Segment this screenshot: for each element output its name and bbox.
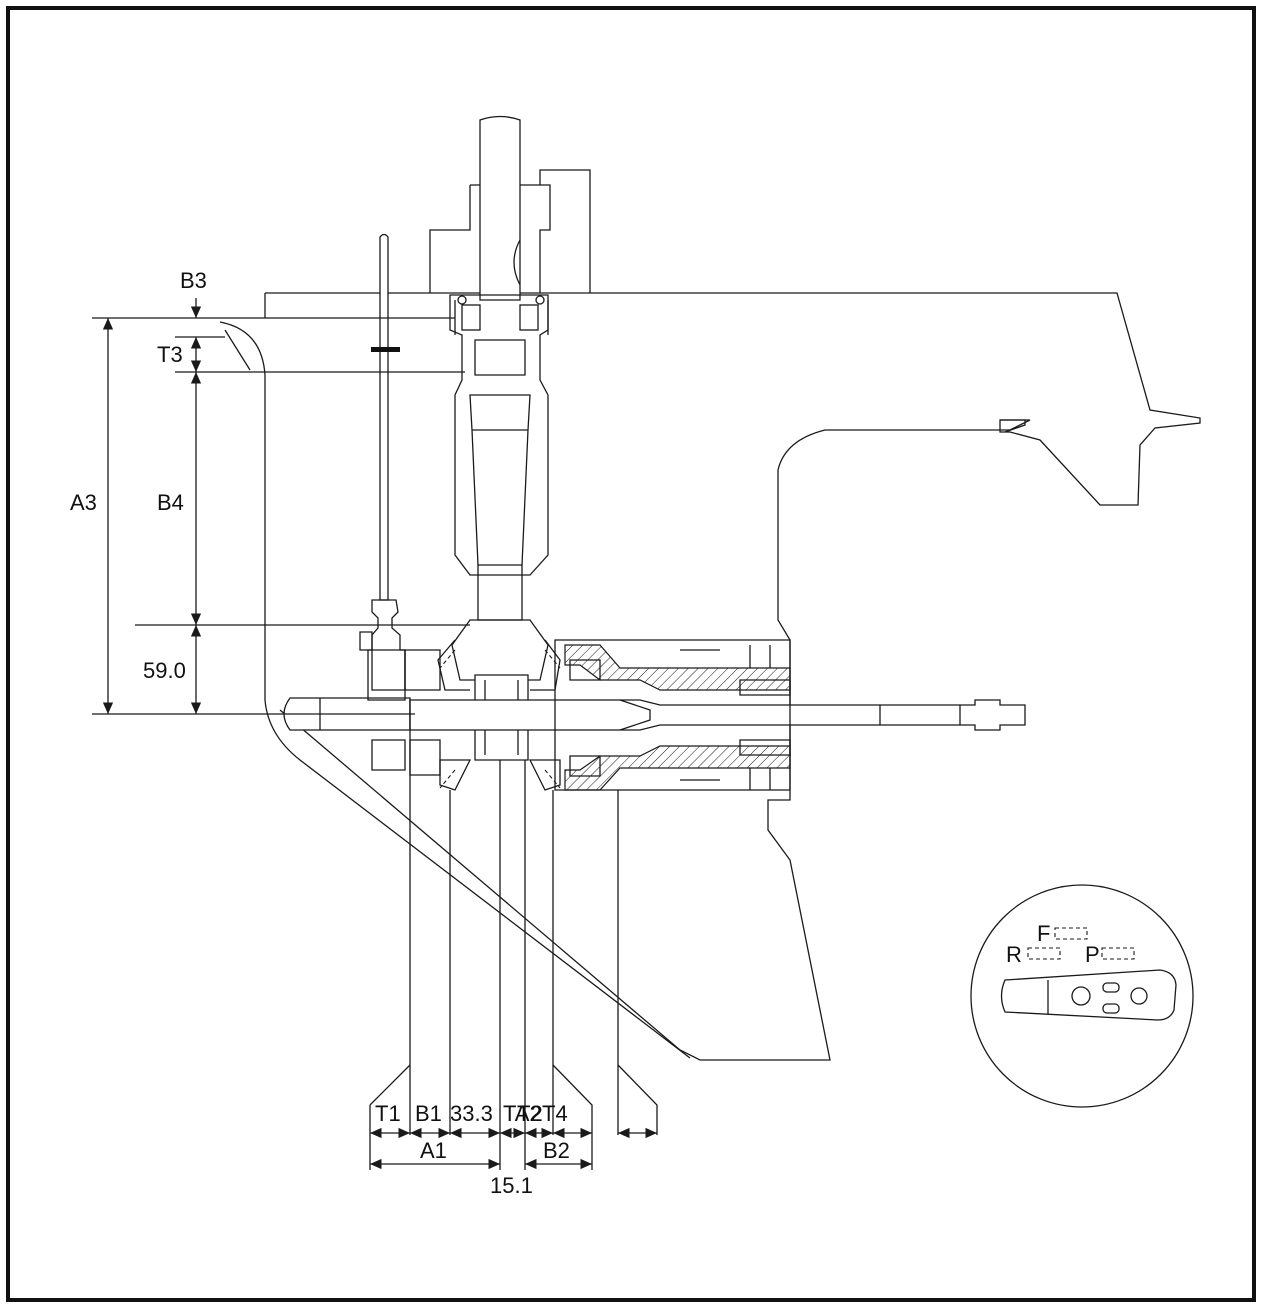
label-15: 15.1 — [490, 1173, 533, 1198]
label-b4: B4 — [157, 490, 184, 515]
label-t4: T4 — [542, 1101, 568, 1126]
label-b3: B3 — [180, 268, 207, 293]
bearing-carrier — [554, 639, 791, 791]
label-t1: T1 — [375, 1101, 401, 1126]
drive-shaft-assembly — [429, 115, 591, 621]
label-33: 33.3 — [450, 1101, 493, 1126]
label-a3: A3 — [70, 490, 97, 515]
label-a1: A1 — [420, 1138, 447, 1163]
label-t3: T3 — [157, 342, 183, 367]
label-59: 59.0 — [143, 658, 186, 683]
label-ta2: TA2 — [503, 1101, 542, 1126]
label-b1: B1 — [415, 1101, 442, 1126]
border-frame — [6, 6, 1256, 1302]
vertical-dimensions — [92, 298, 470, 715]
inset-label-r: R — [1006, 942, 1022, 967]
inset-label-f: F — [1037, 921, 1050, 946]
inset-label-p: P — [1085, 942, 1100, 967]
label-b2: B2 — [543, 1138, 570, 1163]
gear-housing — [219, 292, 1201, 1061]
propeller-shaft — [283, 697, 1026, 731]
shift-rod — [359, 233, 406, 701]
inset-detail: F R P — [970, 884, 1194, 1108]
label-t2: T2 — [517, 1101, 543, 1126]
horizontal-dimensions — [369, 700, 658, 1170]
